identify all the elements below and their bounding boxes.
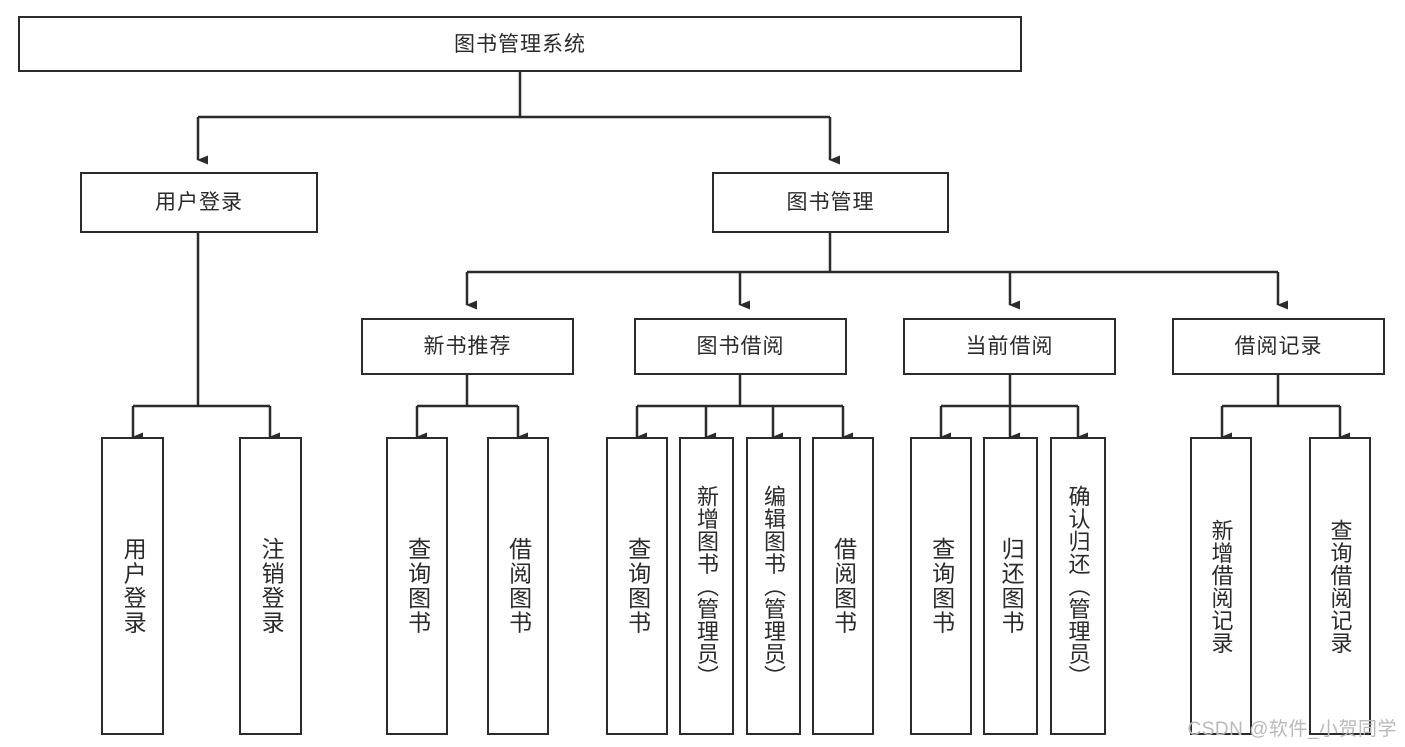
node-leaf-query-book-2-label: 查询图书 — [624, 537, 651, 635]
node-book-manage-label: 图书管理 — [786, 191, 875, 214]
node-new-book-recommend[interactable]: 新书推荐 — [361, 318, 574, 375]
node-new-book-recommend-label: 新书推荐 — [423, 335, 512, 358]
node-leaf-borrow-book-2[interactable]: 借阅图书 — [812, 437, 874, 735]
node-leaf-confirm-return[interactable]: 确认归还（管理员） — [1050, 437, 1106, 735]
node-leaf-user-logout-label: 注销登录 — [258, 537, 285, 635]
node-user-login[interactable]: 用户登录 — [80, 172, 318, 233]
node-leaf-query-book-1-label: 查询图书 — [404, 537, 431, 635]
node-root[interactable]: 图书管理系统 — [18, 16, 1022, 72]
watermark-text: CSDN @软件_小贺同学 — [1187, 719, 1397, 740]
node-leaf-query-record-label: 查询借阅记录 — [1327, 518, 1353, 654]
node-current-borrow-label: 当前借阅 — [965, 335, 1054, 358]
node-leaf-add-book[interactable]: 新增图书（管理员） — [679, 437, 734, 735]
node-leaf-borrow-book-1[interactable]: 借阅图书 — [487, 437, 549, 735]
node-leaf-query-book-3-label: 查询图书 — [928, 537, 955, 635]
node-leaf-user-login-label: 用户登录 — [120, 537, 147, 635]
node-leaf-return-book-label: 归还图书 — [998, 537, 1025, 635]
node-leaf-edit-book-label: 编辑图书（管理员） — [761, 484, 787, 688]
node-root-label: 图书管理系统 — [454, 32, 586, 56]
node-leaf-confirm-return-label: 确认归还（管理员） — [1065, 484, 1091, 688]
node-leaf-borrow-book-2-label: 借阅图书 — [830, 537, 857, 635]
node-book-borrow-label: 图书借阅 — [696, 335, 785, 358]
node-borrow-record-label: 借阅记录 — [1234, 335, 1323, 358]
node-leaf-query-book-3[interactable]: 查询图书 — [910, 437, 972, 735]
node-leaf-query-book-2[interactable]: 查询图书 — [606, 437, 668, 735]
node-leaf-return-book[interactable]: 归还图书 — [983, 437, 1038, 735]
node-current-borrow[interactable]: 当前借阅 — [903, 318, 1116, 375]
node-book-borrow[interactable]: 图书借阅 — [634, 318, 847, 375]
node-leaf-add-record-label: 新增借阅记录 — [1208, 518, 1234, 654]
node-leaf-edit-book[interactable]: 编辑图书（管理员） — [746, 437, 801, 735]
node-leaf-borrow-book-1-label: 借阅图书 — [505, 537, 532, 635]
node-leaf-user-login[interactable]: 用户登录 — [101, 437, 164, 735]
node-user-login-label: 用户登录 — [155, 191, 243, 214]
node-leaf-add-book-label: 新增图书（管理员） — [694, 484, 720, 688]
node-book-manage[interactable]: 图书管理 — [712, 172, 949, 233]
node-leaf-add-record[interactable]: 新增借阅记录 — [1190, 437, 1252, 735]
node-borrow-record[interactable]: 借阅记录 — [1172, 318, 1385, 375]
node-leaf-query-record[interactable]: 查询借阅记录 — [1309, 437, 1371, 735]
node-leaf-query-book-1[interactable]: 查询图书 — [386, 437, 448, 735]
node-leaf-user-logout[interactable]: 注销登录 — [239, 437, 302, 735]
